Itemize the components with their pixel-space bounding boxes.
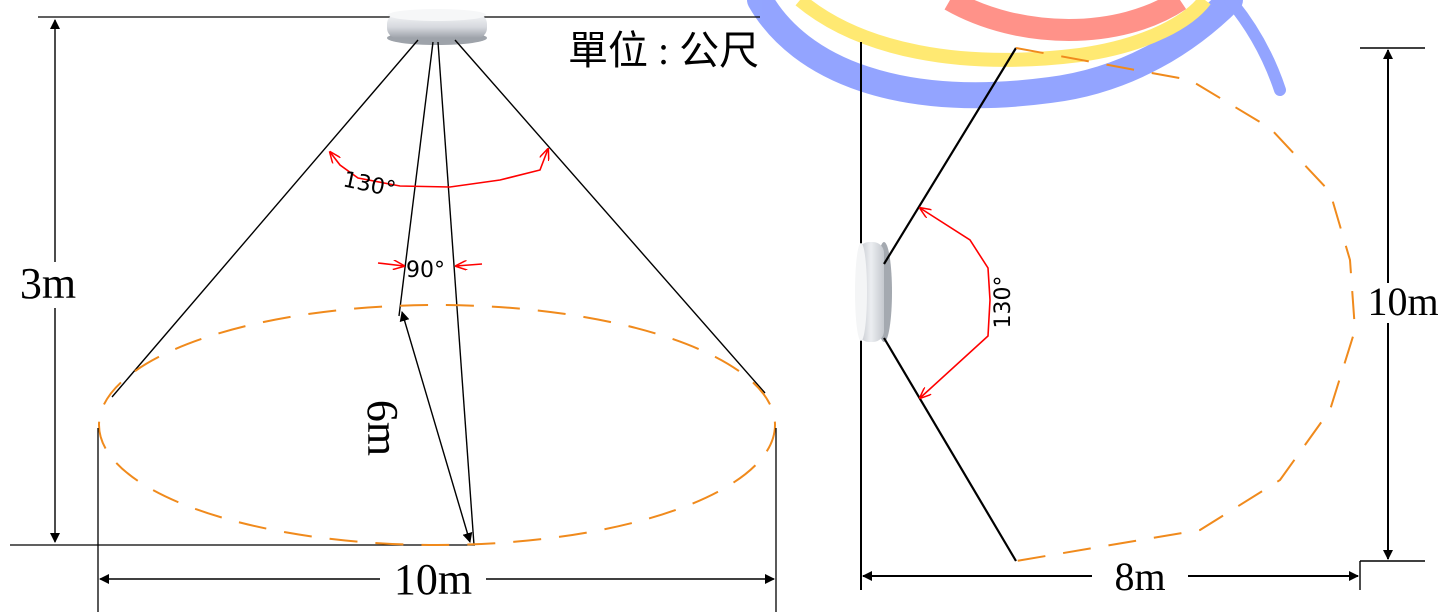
watermark-logo: [747, 0, 1286, 109]
narrow-angle-tick-left: [377, 263, 404, 266]
narrow-angle-label: 90°: [406, 258, 445, 283]
left-view: 6m 3m 10m 130° 90°: [10, 9, 777, 612]
narrow-cone-right: [437, 41, 475, 546]
side-depth-label: 8m: [1114, 554, 1165, 599]
diagonal-dimension-line: [399, 311, 473, 543]
cone-edge-left: [111, 39, 419, 398]
side-angle-arc: [920, 208, 991, 398]
width-label: 10m: [394, 555, 472, 604]
height-label: 3m: [20, 259, 76, 308]
wide-angle-label: 130°: [341, 167, 398, 202]
narrow-angle-tick-right: [456, 264, 483, 266]
side-angle-label: 130°: [991, 276, 1016, 329]
side-cone-upper: [883, 47, 1017, 265]
wide-angle-arc: [330, 149, 548, 188]
side-height-label: 10m: [1367, 279, 1438, 324]
ceiling-sensor-icon: [387, 9, 487, 45]
side-coverage-curve: [1015, 47, 1357, 562]
diagonal-label: 6m: [358, 400, 407, 456]
wall-sensor-icon: [855, 242, 892, 342]
side-cone-lower: [883, 337, 1017, 562]
coverage-ellipse: [98, 304, 776, 546]
right-view: 130° 10m 8m: [855, 42, 1450, 600]
units-label: 單位 : 公尺: [568, 28, 759, 73]
cone-edge-right: [454, 39, 766, 394]
